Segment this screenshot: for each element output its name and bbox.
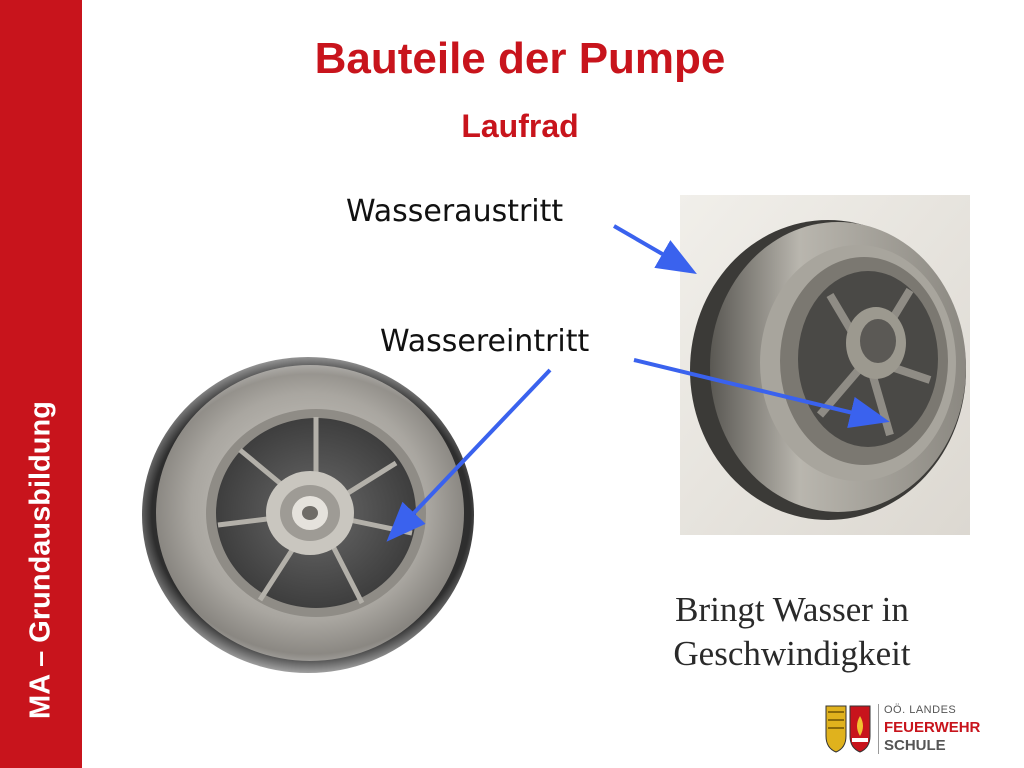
logo-divider [878, 704, 879, 754]
caption: Bringt Wasser in Geschwindigkeit [600, 588, 984, 676]
coat-of-arms-icon [825, 705, 871, 753]
slide-subtitle: Laufrad [461, 108, 579, 144]
logo-text-line-2: FEUERWEHR [884, 719, 981, 736]
caption-line-2: Geschwindigkeit [673, 634, 911, 673]
sidebar-band: MA – Grundausbildung [0, 0, 82, 768]
label-water-inlet: Wassereintritt [380, 324, 590, 359]
slide-title: Bauteile der Pumpe [314, 34, 726, 83]
impeller-side-photo [680, 195, 970, 535]
arrow-outlet [612, 224, 697, 275]
caption-line-1: Bringt Wasser in [675, 590, 909, 629]
logo-text-line-1: OÖ. LANDES [884, 704, 957, 716]
school-logo: OÖ. LANDES FEUERWEHR SCHULE [822, 700, 992, 758]
impeller-front-photo [130, 355, 492, 673]
sidebar-label: MA – Grundausbildung [24, 401, 57, 719]
logo-text-line-3: SCHULE [884, 737, 946, 754]
label-water-outlet: Wasseraustritt [346, 194, 564, 229]
